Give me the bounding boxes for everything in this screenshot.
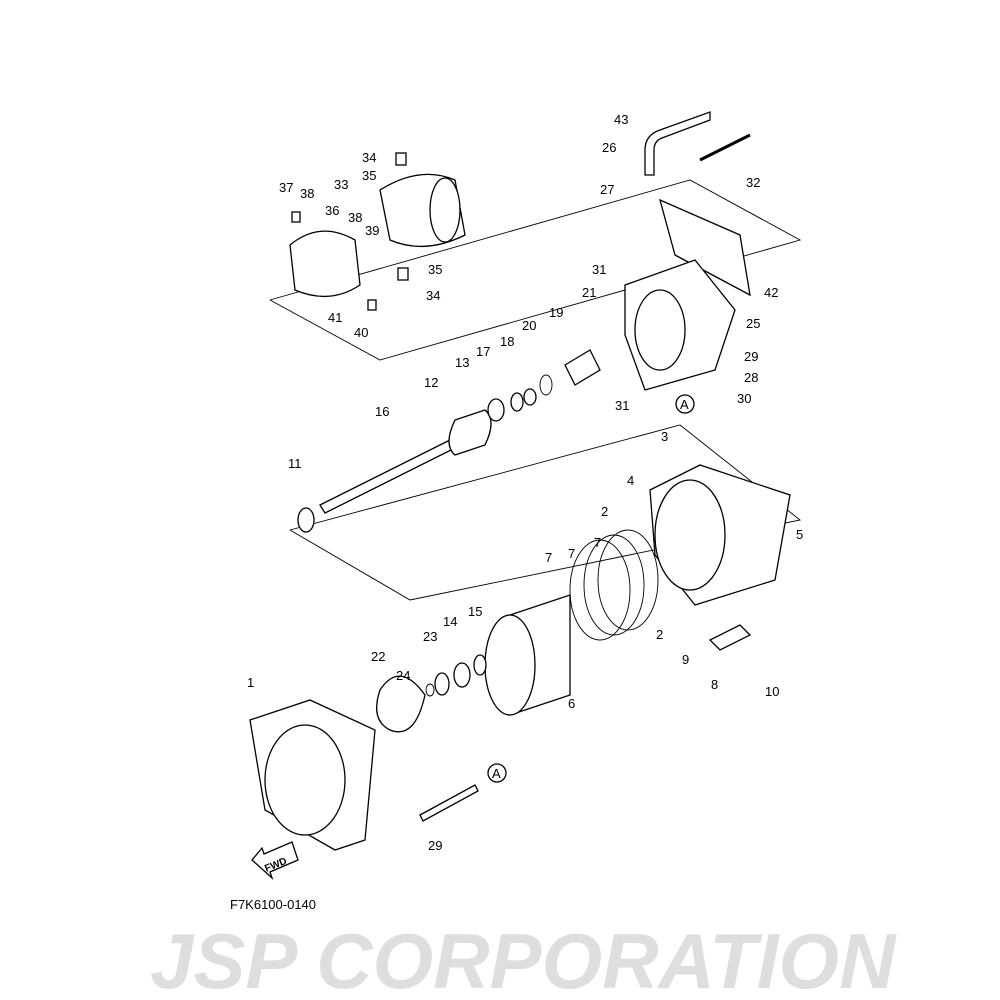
liner-6-face	[484, 614, 536, 716]
callout: 37	[279, 180, 293, 195]
callout: 36	[325, 203, 339, 218]
callout: 38	[348, 210, 362, 225]
callout: 27	[600, 182, 614, 197]
callout: 23	[423, 629, 437, 644]
callout: 13	[455, 355, 469, 370]
callout: 20	[522, 318, 536, 333]
callout: 29	[744, 349, 758, 364]
callout: 19	[549, 305, 563, 320]
callout: 35	[362, 168, 376, 183]
callout: 21	[582, 285, 596, 300]
nozzle-housing	[624, 259, 736, 391]
diagram-code: F7K6100-0140	[230, 897, 317, 912]
bearing-23	[434, 672, 450, 696]
callout: 39	[365, 223, 379, 238]
callout: 7	[545, 550, 552, 565]
callout: 25	[746, 316, 760, 331]
callout: 10	[765, 684, 779, 699]
bracket-42	[659, 198, 751, 297]
callout: 7	[568, 546, 575, 561]
bearing-14	[453, 662, 471, 688]
callout: 12	[424, 375, 438, 390]
clamp-assembly	[289, 152, 466, 311]
bolt-32	[699, 133, 751, 162]
callout: 17	[476, 344, 490, 359]
group-frame-top	[269, 179, 802, 361]
callout: 34	[426, 288, 440, 303]
pump-cover	[249, 699, 376, 851]
hose-fitting-29	[419, 784, 479, 822]
callout: 42	[764, 285, 778, 300]
callout: 43	[614, 112, 628, 127]
callout-labels: 43 26 27 32 42 34 35 33 37 38 36 38 39 3…	[247, 112, 803, 853]
callout: 9	[682, 652, 689, 667]
callout: 18	[500, 334, 514, 349]
callout: 2	[656, 627, 663, 642]
callout: 35	[428, 262, 442, 277]
callout: 24	[396, 668, 410, 683]
o-ring-7c	[597, 529, 659, 631]
callout: 31	[615, 398, 629, 413]
callout: 32	[746, 175, 760, 190]
o-ring-7b	[583, 534, 645, 636]
callout: 4	[627, 473, 634, 488]
callout: 6	[568, 696, 575, 711]
callout: 1	[247, 675, 254, 690]
callout: 15	[468, 604, 482, 619]
callout: 7	[594, 535, 601, 550]
ref-marker-a-top	[675, 394, 695, 414]
ref-marker-label: A	[680, 397, 689, 412]
callout: 29	[428, 838, 442, 853]
callout: 16	[375, 404, 389, 419]
drive-shaft	[297, 349, 601, 533]
callout: 33	[334, 177, 348, 192]
impeller-22	[376, 675, 426, 733]
ring-24	[425, 683, 435, 697]
callout: 34	[362, 150, 376, 165]
hose	[644, 111, 711, 176]
callout: 22	[371, 649, 385, 664]
o-ring-7a	[569, 539, 631, 641]
callout: 11	[288, 456, 302, 471]
watermark: JSP CORPORATION	[150, 917, 897, 1000]
callout: 38	[300, 186, 314, 201]
callout: 8	[711, 677, 718, 692]
callout: 31	[592, 262, 606, 277]
callout: 41	[328, 310, 342, 325]
ref-marker-label: A	[492, 766, 501, 781]
fwd-arrow: FWD	[251, 841, 299, 881]
callout: 5	[796, 527, 803, 542]
callout: 3	[661, 429, 668, 444]
ref-marker-a-bottom	[487, 763, 507, 783]
callout: 26	[602, 140, 616, 155]
callout: 40	[354, 325, 368, 340]
callout: 14	[443, 614, 457, 629]
callout: 28	[744, 370, 758, 385]
callout: 2	[601, 504, 608, 519]
callout: 30	[737, 391, 751, 406]
impeller-housing	[649, 464, 791, 651]
group-frame-middle	[289, 424, 802, 601]
seal-15	[473, 654, 487, 676]
